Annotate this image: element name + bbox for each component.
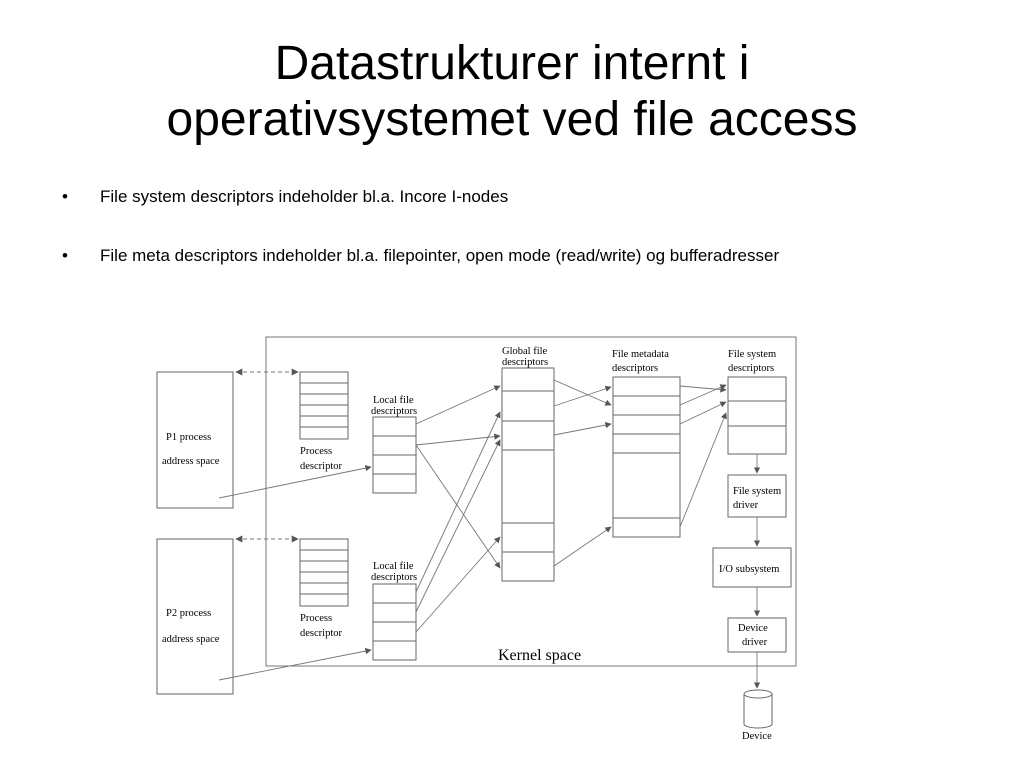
p2-address-space-box — [156, 538, 234, 695]
local-file-2-label-line-2: descriptors — [371, 572, 417, 583]
slide-title: Datastrukturer internt i operativsysteme… — [0, 36, 1024, 148]
device-driver-label-line-1: Device — [738, 623, 768, 634]
file-metadata-descriptor-table — [612, 376, 681, 538]
io-subsystem-box — [712, 547, 792, 588]
process-descriptor-1-label-line-2: descriptor — [300, 461, 342, 472]
global-file-descriptor-table — [501, 367, 555, 582]
process-descriptor-2-label-line-2: descriptor — [300, 628, 342, 639]
kernel-space-frame — [265, 336, 797, 667]
p1-address-space-box — [156, 371, 234, 509]
diagram-arrows — [218, 379, 761, 689]
slide-title-line-1: Datastrukturer internt i — [274, 37, 750, 90]
file-system-descriptor-table — [727, 376, 787, 455]
bullet-text: File system descriptors indeholder bl.a.… — [100, 187, 509, 206]
local-file-1-label-line-1: Local file — [373, 395, 414, 406]
local-file-descriptor-table-1 — [372, 416, 417, 494]
device-disk-icon — [743, 689, 773, 729]
io-subsystem-label: I/O subsystem — [719, 564, 779, 575]
slide-title-line-2: operativsystemet ved file access — [166, 93, 858, 146]
p1-label-line-1: P1 process — [166, 432, 211, 443]
kernel-space-label: Kernel space — [498, 647, 581, 664]
p2-label-line-1: P2 process — [166, 608, 211, 619]
device-label: Device — [742, 731, 772, 742]
file-metadata-label-line-2: descriptors — [612, 363, 658, 374]
bullet-marker: • — [62, 187, 68, 206]
bullet-list: • File system descriptors indeholder bl.… — [62, 186, 982, 304]
file-metadata-label-line-1: File metadata — [612, 349, 669, 360]
global-file-label-line-2: descriptors — [502, 357, 548, 368]
file-system-desc-label-line-2: descriptors — [728, 363, 774, 374]
fs-driver-label-line-2: driver — [733, 500, 759, 511]
process-descriptor-1-label-line-1: Process — [300, 446, 332, 457]
bullet-marker: • — [62, 246, 68, 265]
process-descriptor-2-label-line-1: Process — [300, 613, 332, 624]
device-driver-label-line-2: driver — [742, 637, 768, 648]
p2-label-line-2: address space — [162, 634, 220, 645]
local-file-descriptor-table-2 — [372, 583, 417, 661]
local-file-2-label-line-1: Local file — [373, 561, 414, 572]
process-descriptor-table-1 — [299, 371, 349, 440]
process-descriptor-table-2 — [299, 538, 349, 607]
fs-driver-label-line-1: File system — [733, 486, 781, 497]
bullet-text: File meta descriptors indeholder bl.a. f… — [100, 246, 780, 265]
global-file-label-line-1: Global file — [502, 346, 548, 357]
bullet-item-2: • File meta descriptors indeholder bl.a.… — [62, 245, 982, 267]
file-system-desc-label-line-1: File system — [728, 349, 776, 360]
p1-label-line-2: address space — [162, 456, 220, 467]
bullet-item-1: • File system descriptors indeholder bl.… — [62, 186, 982, 208]
local-file-1-label-line-2: descriptors — [371, 406, 417, 417]
